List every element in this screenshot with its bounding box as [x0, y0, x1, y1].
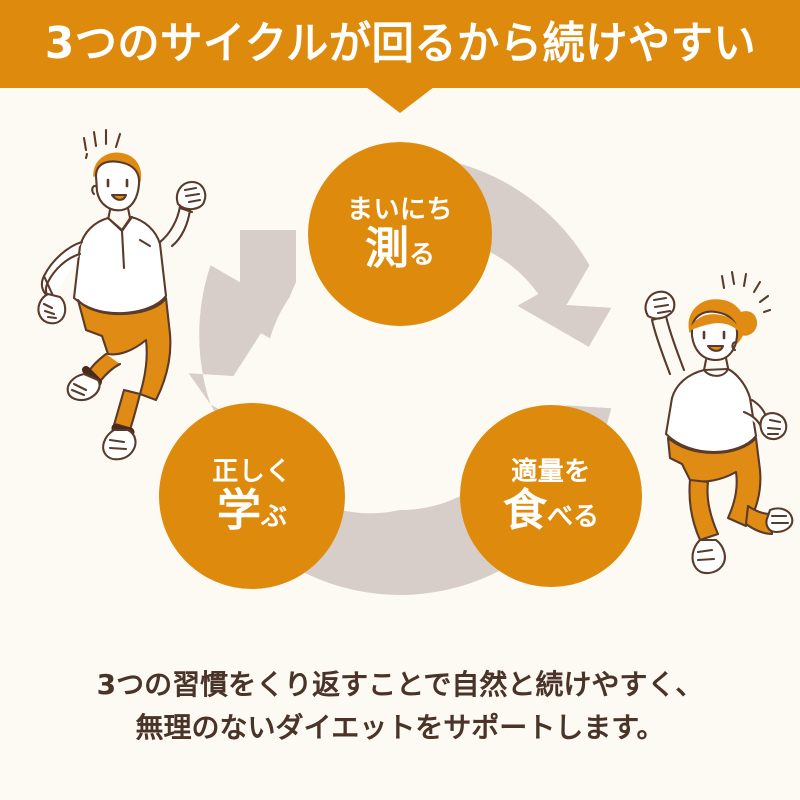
caption-line-1: 3つの習慣をくり返すことで自然と続けやすく、 — [96, 668, 704, 701]
cycle-node-learn-kanji: 学 — [216, 485, 261, 537]
jumping-man-illustration — [28, 118, 228, 478]
caption-line-2: 無理のないダイエットをサポートします。 — [135, 711, 665, 745]
cycle-node-learn-okurigana: ぶ — [260, 502, 287, 533]
jumping-woman-illustration — [608, 258, 798, 598]
cycle-node-measure[interactable]: まいにち 測 る — [308, 142, 492, 326]
cycle-node-measure-main: 測 る — [365, 226, 435, 272]
cycle-node-measure-okurigana: る — [408, 240, 435, 271]
caption-text: 3つの習慣をくり返すことで自然と続けやすく、 無理のないダイエットをサポートしま… — [0, 663, 800, 750]
header-banner: 3つのサイクルが回るから続けやすい — [0, 0, 800, 88]
cycle-node-eat-sublabel: 適量を — [511, 456, 591, 487]
cycle-node-eat-okurigana: べる — [546, 502, 599, 533]
banner-notch-triangle — [366, 87, 434, 113]
cycle-node-eat[interactable]: 適量を 食 べる — [460, 405, 642, 587]
ring-inner-hole — [265, 240, 535, 510]
cycle-node-measure-kanji: 測 — [364, 223, 409, 275]
cycle-diagram: まいにち 測 る 適量を 食 べる 正しく 学 ぶ — [0, 110, 800, 655]
ring-arrow-segment-4 — [188, 230, 296, 405]
cycle-node-eat-kanji: 食 — [502, 485, 547, 537]
cycle-node-learn[interactable]: 正しく 学 ぶ — [159, 403, 345, 589]
cycle-node-learn-main: 学 ぶ — [217, 488, 287, 534]
banner-title: 3つのサイクルが回るから続けやすい — [44, 18, 756, 69]
cycle-node-learn-sublabel: 正しく — [212, 456, 292, 487]
cycle-node-eat-main: 食 べる — [503, 488, 599, 534]
cycle-node-measure-sublabel: まいにち — [346, 194, 453, 225]
